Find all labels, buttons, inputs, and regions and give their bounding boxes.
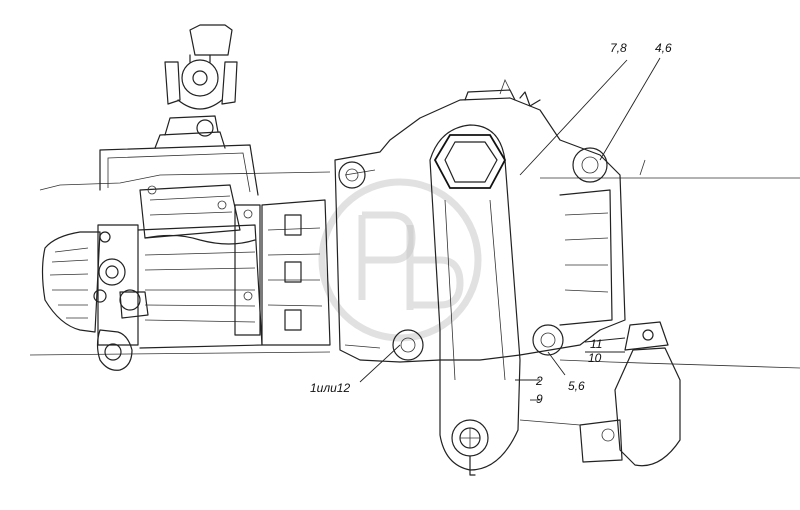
label-1-or-12: 1или12 — [310, 381, 350, 395]
leader-lines — [359, 57, 661, 401]
label-9: 9 — [536, 392, 543, 406]
watermark-logo — [318, 178, 482, 342]
universal-joint — [164, 24, 238, 110]
tie-rod-end — [519, 321, 681, 467]
transition-flange — [261, 199, 331, 346]
pitman-arm — [429, 124, 521, 476]
label-10: 10 — [588, 351, 602, 365]
label-7-8: 7,8 — [610, 41, 627, 55]
label-2: 2 — [535, 374, 543, 388]
label-11: 11 — [590, 337, 602, 351]
label-5-6: 5,6 — [568, 379, 585, 393]
frame-rails — [29, 159, 800, 369]
steering-gear-housing — [334, 78, 626, 363]
control-valve-housing — [99, 115, 259, 239]
part-labels: 7,8 4,6 11 10 5,6 2 9 1или12 — [310, 41, 672, 406]
label-4-6: 4,6 — [655, 41, 672, 55]
power-cylinder — [41, 204, 263, 371]
